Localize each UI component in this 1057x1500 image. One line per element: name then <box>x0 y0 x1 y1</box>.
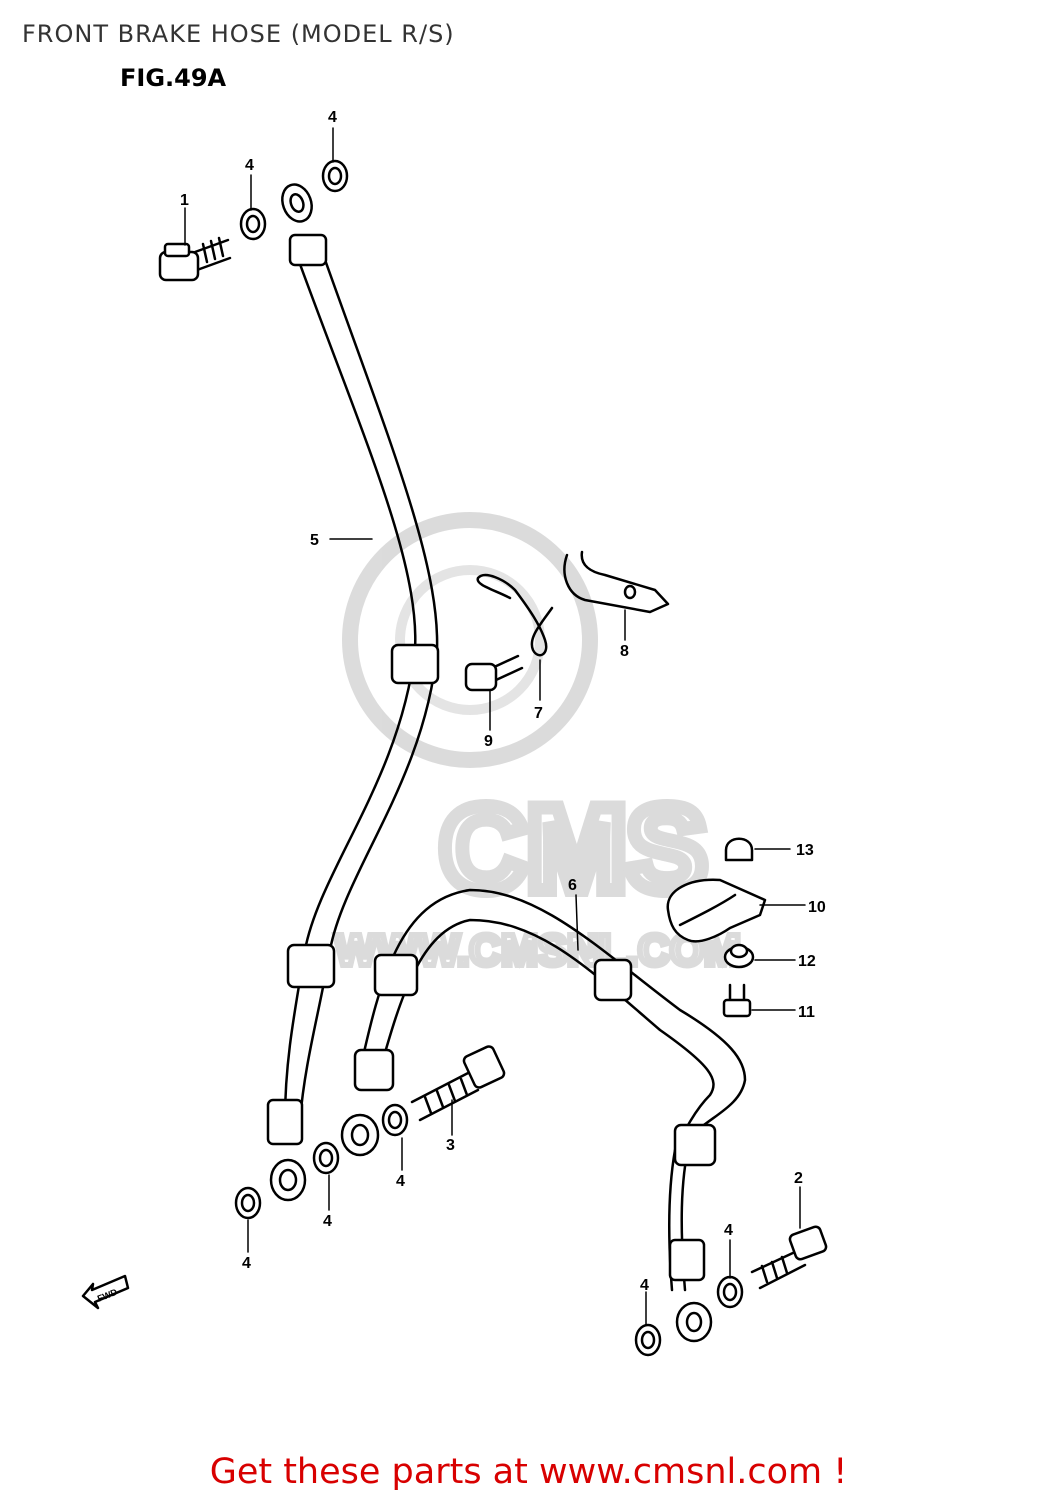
callout-6: 6 <box>568 877 577 894</box>
callout-4e: 4 <box>242 1255 251 1272</box>
callout-4f: 4 <box>724 1222 733 1239</box>
callout-4g: 4 <box>640 1277 649 1294</box>
callout-2: 2 <box>794 1170 803 1187</box>
callout-7: 7 <box>534 705 543 722</box>
brake-hose-part-5 <box>266 183 440 1202</box>
callout-4a: 4 <box>245 157 254 174</box>
nut-part-13 <box>724 837 754 862</box>
bracket-part-8 <box>563 550 670 614</box>
callout-5: 5 <box>310 532 319 549</box>
parts-diagram: CMS WWW.CMSNL.COM <box>81 109 828 1357</box>
collar-part-12 <box>723 943 755 969</box>
callout-9: 9 <box>484 733 493 750</box>
leader-lines <box>184 127 806 1326</box>
callout-1: 1 <box>180 192 189 209</box>
watermark-logo: CMS <box>440 782 707 916</box>
callout-12: 12 <box>798 953 816 970</box>
bolt-part-9 <box>464 654 524 692</box>
figure-label: FIG.49A <box>120 64 227 92</box>
callout-4c: 4 <box>396 1173 405 1190</box>
callout-8: 8 <box>620 643 629 660</box>
callout-4d: 4 <box>323 1213 332 1230</box>
union-bolt-part-3 <box>410 1045 506 1122</box>
callout-10: 10 <box>808 899 826 916</box>
union-bolt-part-2 <box>750 1225 828 1290</box>
clip-part-7 <box>476 573 554 657</box>
footer-parts-link[interactable]: Get these parts at www.cmsnl.com ! <box>209 1452 848 1492</box>
callout-13: 13 <box>796 842 814 859</box>
watermark-mascot <box>342 512 598 768</box>
brake-hose-part-6 <box>340 888 747 1343</box>
fwd-arrow-icon <box>81 1274 130 1310</box>
callout-3: 3 <box>446 1137 455 1154</box>
clamp-part-10 <box>666 878 767 943</box>
page-title: FRONT BRAKE HOSE (MODEL R/S) <box>22 20 455 48</box>
callout-4b: 4 <box>328 109 337 126</box>
bolt-part-11 <box>722 983 752 1018</box>
callout-labels: 1 4 4 5 6 7 8 9 13 10 12 11 2 3 4 4 4 4 … <box>180 109 826 1294</box>
union-bolt-part-1 <box>158 236 232 282</box>
gasket-part-4-group <box>234 159 744 1357</box>
callout-11: 11 <box>798 1004 815 1021</box>
